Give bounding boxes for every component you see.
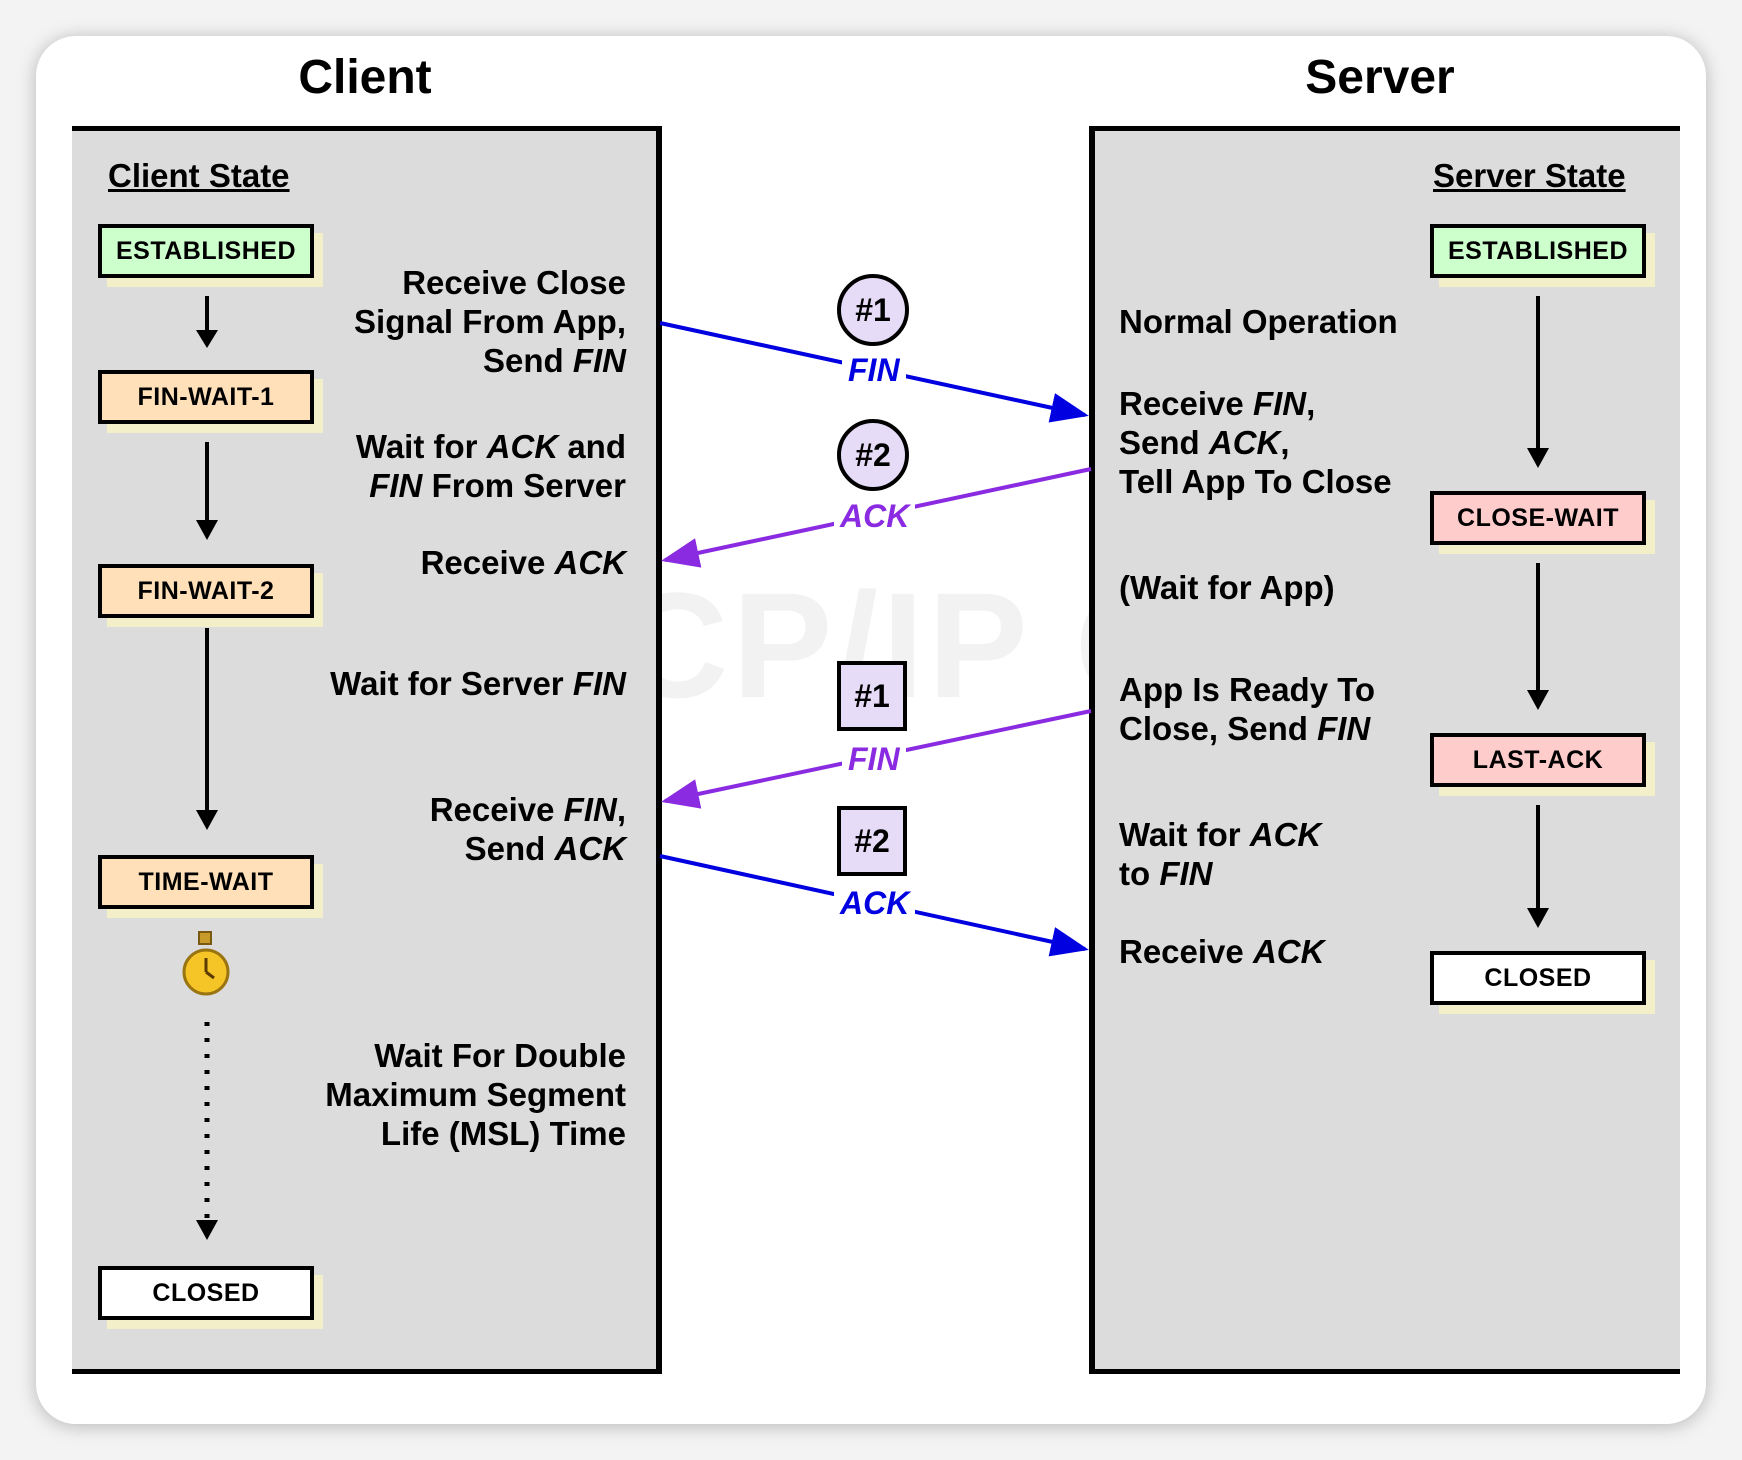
client-state-fin-wait-1: FIN-WAIT-1 bbox=[98, 370, 314, 424]
client-state-title: Client State bbox=[108, 157, 290, 194]
server-step-receive-fin: Receive FIN, Send ACK, Tell App To Close bbox=[1119, 385, 1392, 500]
client-step-wait-msl: Wait For Double Maximum Segment Life (MS… bbox=[325, 1037, 626, 1152]
segment-label-2: ACK bbox=[834, 500, 916, 532]
server-heading: Server bbox=[1305, 51, 1455, 104]
client-step-wait-ack-fin: Wait for ACK and FIN From Server bbox=[355, 428, 626, 504]
client-state-arrows bbox=[196, 296, 218, 1240]
client-step-receive-ack: Receive ACK bbox=[420, 544, 626, 581]
segment-badge-3: #1 bbox=[837, 661, 907, 731]
client-state-established: ESTABLISHED bbox=[98, 224, 314, 278]
client-state-time-wait: TIME-WAIT bbox=[98, 855, 314, 909]
client-panel bbox=[72, 126, 662, 1374]
client-state-closed: CLOSED bbox=[98, 1266, 314, 1320]
segment-badge-2: #2 bbox=[837, 419, 909, 491]
server-step-wait-for-app: (Wait for App) bbox=[1119, 569, 1335, 606]
stopwatch-icon bbox=[182, 931, 230, 996]
server-state-close-wait: CLOSE-WAIT bbox=[1430, 491, 1646, 545]
server-step-wait-ack-to-fin: Wait for ACK to FIN bbox=[1119, 816, 1322, 892]
client-step-close-signal: Receive Close Signal From App, Send FIN bbox=[354, 264, 626, 379]
server-step-receive-ack: Receive ACK bbox=[1119, 933, 1325, 970]
segment-badge-1: #1 bbox=[837, 274, 909, 346]
segment-label-3: FIN bbox=[842, 743, 906, 775]
server-step-normal-operation: Normal Operation bbox=[1119, 303, 1398, 340]
server-state-closed: CLOSED bbox=[1430, 951, 1646, 1005]
segment-label-1: FIN bbox=[842, 354, 906, 386]
server-step-app-ready: App Is Ready To Close, Send FIN bbox=[1119, 671, 1376, 747]
client-heading: Client bbox=[298, 51, 432, 104]
client-step-wait-server-fin: Wait for Server FIN bbox=[330, 665, 626, 702]
client-step-receive-fin-send-ack: Receive FIN, Send ACK bbox=[429, 791, 626, 867]
segment-label-4: ACK bbox=[834, 887, 916, 919]
segment-badge-4: #2 bbox=[837, 806, 907, 876]
server-state-last-ack: LAST-ACK bbox=[1430, 733, 1646, 787]
client-state-fin-wait-2: FIN-WAIT-2 bbox=[98, 564, 314, 618]
server-state-established: ESTABLISHED bbox=[1430, 224, 1646, 278]
server-state-arrows bbox=[1527, 296, 1549, 928]
server-state-title: Server State bbox=[1433, 157, 1626, 194]
